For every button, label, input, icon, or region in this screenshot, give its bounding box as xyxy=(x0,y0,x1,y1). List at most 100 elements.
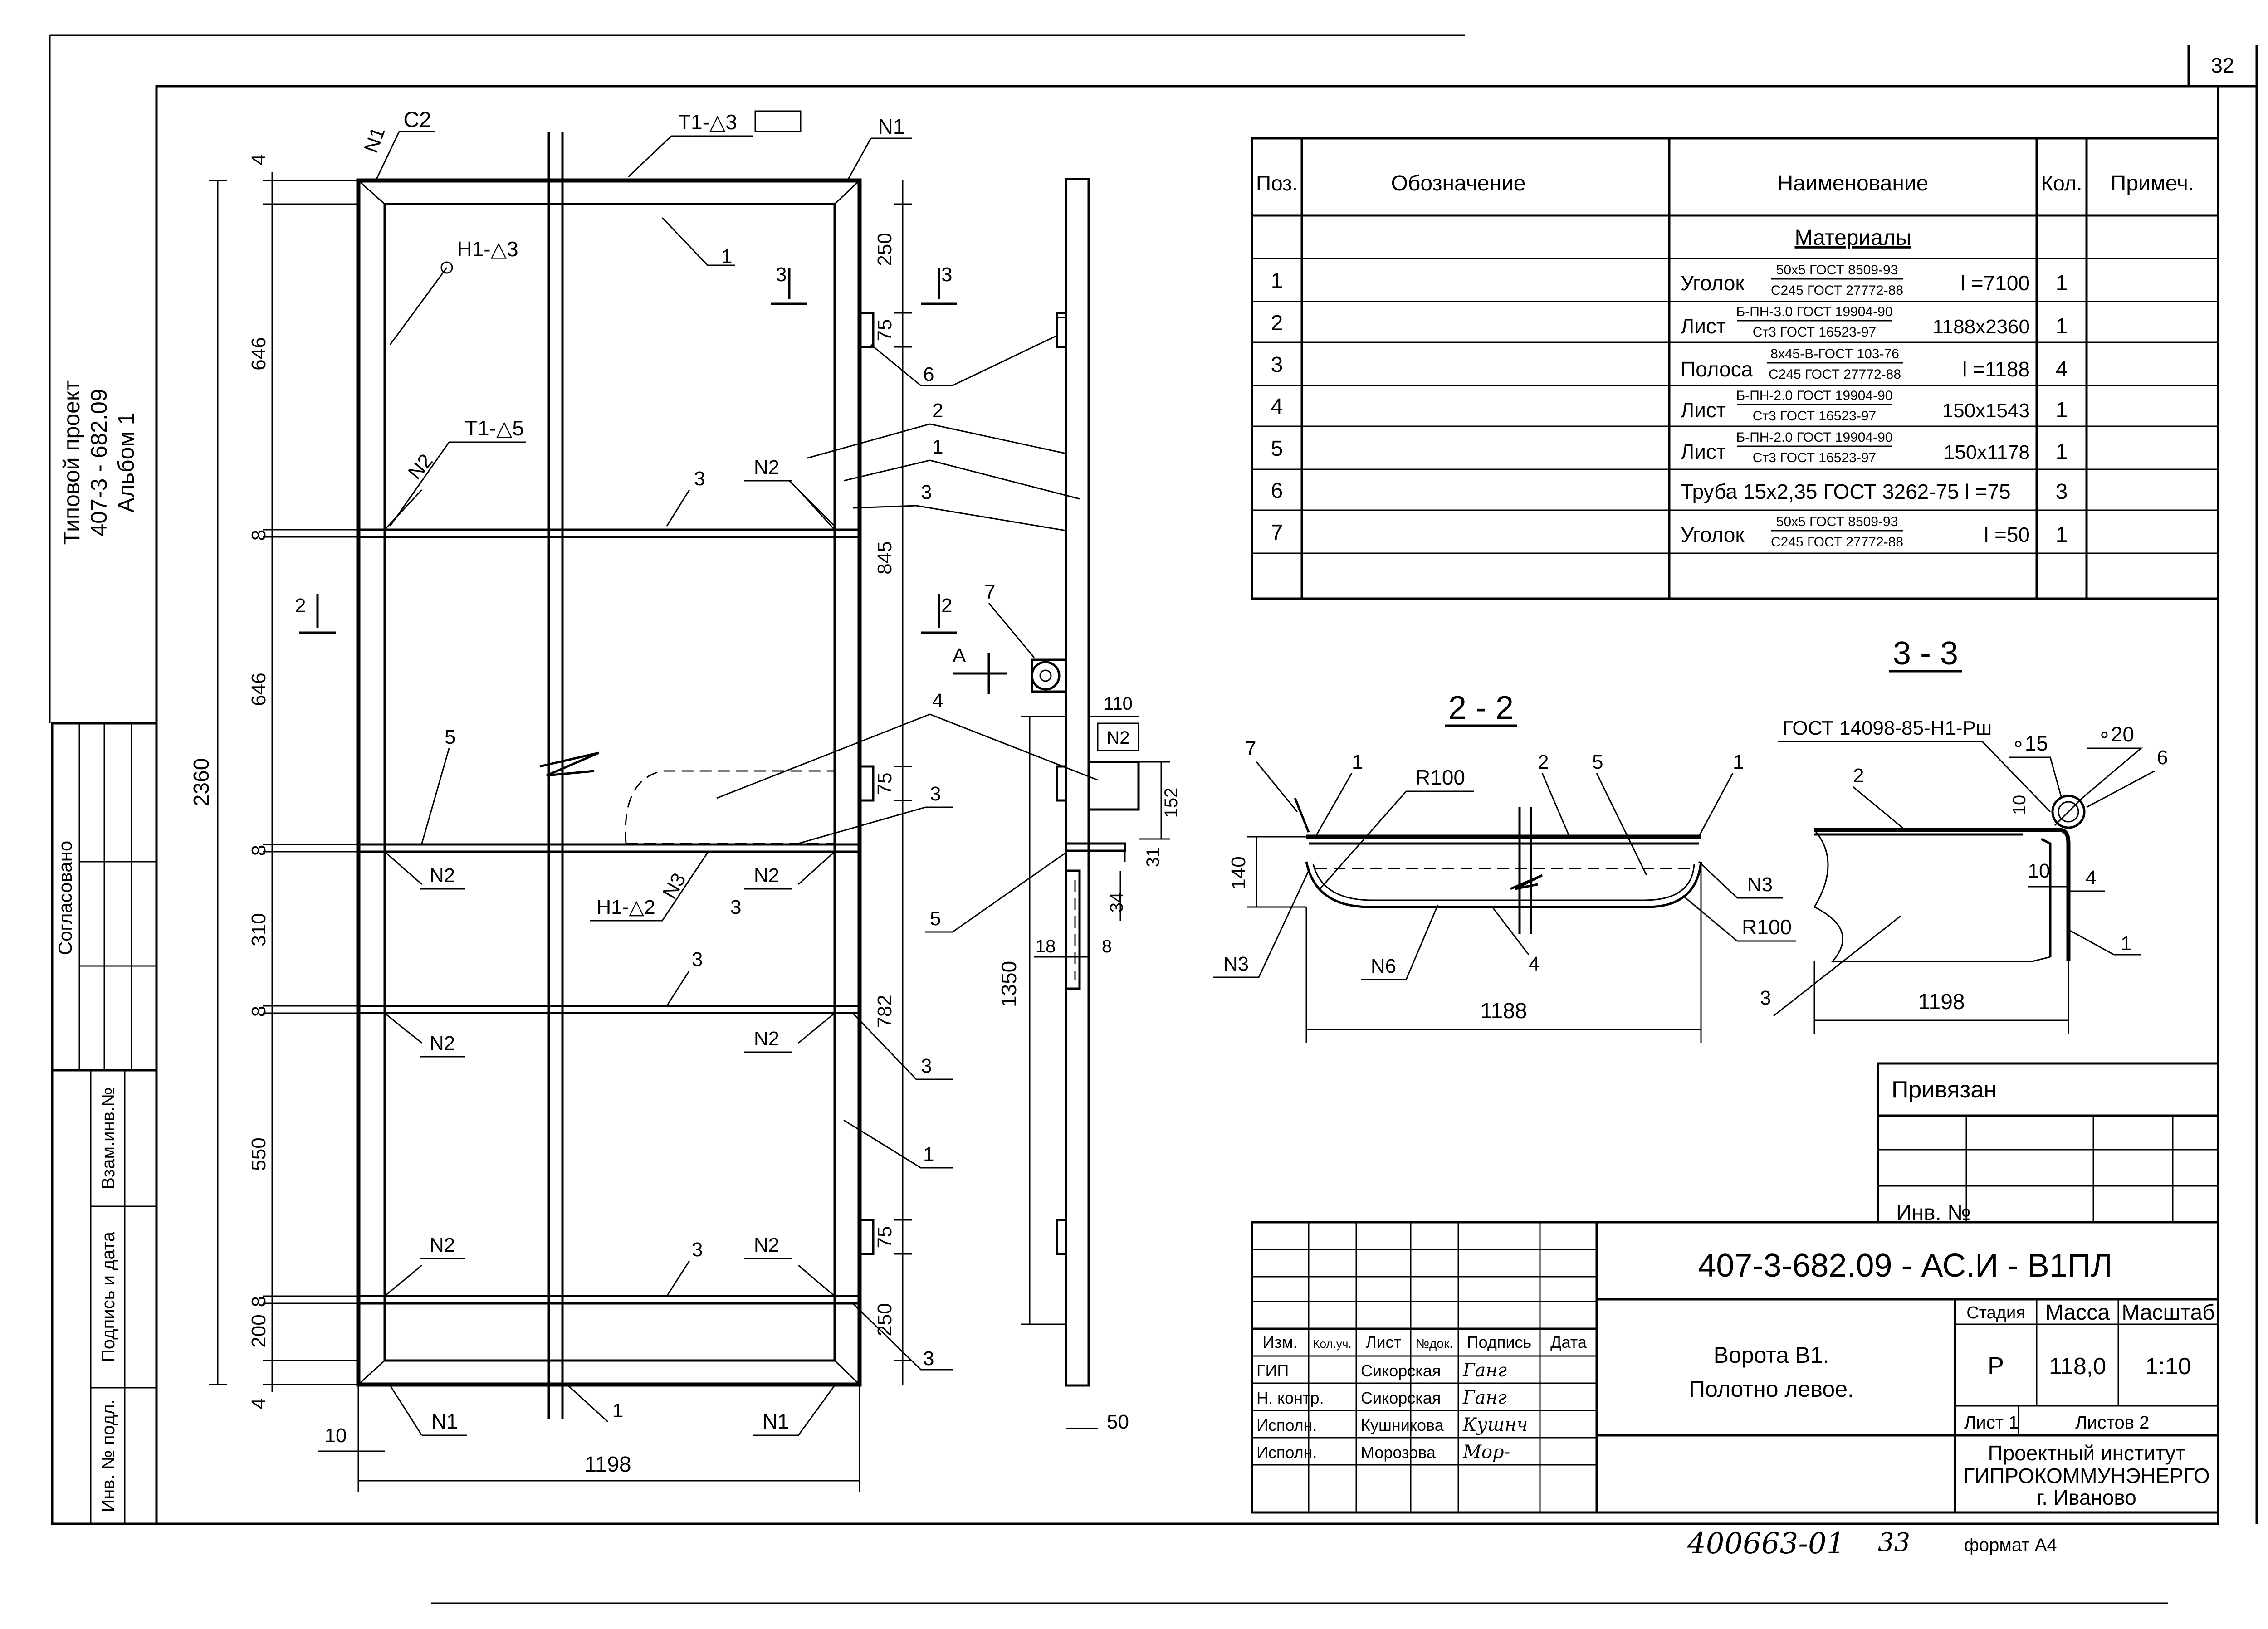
sec33-pos-2: 2 xyxy=(1853,765,1864,787)
sec22-n3-left: N3 xyxy=(1223,953,1249,975)
binding-block: Привязан Инв. № xyxy=(1877,1062,2219,1225)
spec-row: 6 Труба 15х2,35 ГОСТ 3262-75 l =75 3 xyxy=(1271,479,2068,504)
rdim-250-bottom: 250 xyxy=(874,1303,896,1336)
rdim-75-c: 75 xyxy=(874,1226,896,1249)
role-ispoln-1: Исполн. xyxy=(1256,1416,1317,1434)
page-number: 32 xyxy=(2211,54,2234,77)
dim-646-b: 646 xyxy=(248,673,270,706)
label-pos1-top: 1 xyxy=(721,245,732,268)
dim-200: 200 xyxy=(248,1314,270,1347)
dim-550: 550 xyxy=(248,1137,270,1171)
side-dim-34: 34 xyxy=(1107,893,1127,913)
row-size: 150х1178 xyxy=(1944,441,2030,463)
side-view: А 110 N2 152 31 34 1350 18 8 50 6 2 1 3 … xyxy=(716,178,1181,1433)
sec22-r100-top: R100 xyxy=(1415,766,1465,789)
sec22-pos-1-right: 1 xyxy=(1733,751,1744,773)
main-view-labels: С2 N1 Т1-△3 N1 Н1-△3 Т1-△5 N2 N2 1 3 N2 … xyxy=(360,108,912,1436)
sec22-dim-1188: 1188 xyxy=(1480,999,1527,1023)
spec-row: 1 Уголок 50х5 ГОСТ 8509-93 С245 ГОСТ 277… xyxy=(1271,263,2068,298)
label-h1-2: Н1-△2 xyxy=(596,896,655,918)
label-n1-vertical: N1 xyxy=(360,124,389,156)
row-frac-top: 50х5 ГОСТ 8509-93 xyxy=(1776,514,1898,529)
label-pos3-strip3: 3 xyxy=(692,948,703,971)
th-list: Лист xyxy=(1366,1333,1401,1351)
row-name: Лист xyxy=(1681,398,1726,422)
sec33-dim-4: 4 xyxy=(2086,867,2097,889)
label-n2-d: N2 xyxy=(754,1028,779,1050)
main-view: 2360 4 646 8 646 8 310 8 550 8 200 4 250… xyxy=(190,108,957,1492)
side-pos-7: 7 xyxy=(984,581,995,603)
spec-row: 4 Лист Б-ПН-2.0 ГОСТ 19904-90 Ст3 ГОСТ 1… xyxy=(1271,388,2068,424)
label-h1-3: Н1-△3 xyxy=(457,237,518,261)
mass-value: 118,0 xyxy=(2049,1353,2106,1380)
dim-8-a: 8 xyxy=(248,530,270,541)
row-pos: 7 xyxy=(1271,521,1283,545)
replace-inv-label: Взам.инв.№ xyxy=(98,1087,118,1190)
title-block: 407-3-682.09 - АС.И - В1ПЛ Изм. Кол.уч. … xyxy=(1251,1221,2219,1514)
spec-row: 7 Уголок 50х5 ГОСТ 8509-93 С245 ГОСТ 277… xyxy=(1271,514,2068,550)
label-c2: С2 xyxy=(403,108,431,132)
agreed-label: Согласовано xyxy=(54,841,76,956)
section-2-2: 2 - 2 140 1188 R100 R100 N3 N3 N6 7 1 2 xyxy=(1213,690,1796,1043)
format-label: формат А4 xyxy=(1964,1535,2057,1555)
row-pos: 3 xyxy=(1271,353,1283,377)
side-dim-110: 110 xyxy=(1104,694,1133,714)
row-size: 150х1543 xyxy=(1942,400,2030,422)
side-pos-3-d: 3 xyxy=(923,1347,934,1370)
th-qty: Кол. xyxy=(2041,171,2082,195)
row-name: Полоса xyxy=(1681,357,1753,381)
project-line-3: Альбом 1 xyxy=(113,412,139,512)
sec33-dia15: ∘15 xyxy=(2012,732,2048,755)
row-name: Уголок xyxy=(1681,271,1745,295)
sec22-r100-bottom: R100 xyxy=(1742,915,1792,939)
label-n1-bottom-right: N1 xyxy=(763,1410,789,1433)
label-t1-5: Т1-△5 xyxy=(465,416,524,440)
rdim-75-a: 75 xyxy=(874,319,896,341)
project-line-2: 407-3 - 682.09 xyxy=(86,389,112,536)
sec22-pos-4: 4 xyxy=(1529,953,1540,975)
row-frac-top: Б-ПН-2.0 ГОСТ 19904-90 xyxy=(1736,430,1893,445)
th-ndok: №док. xyxy=(1416,1336,1453,1351)
label-n2-e: N2 xyxy=(430,1234,455,1256)
side-stamp: Типовой проект 407-3 - 682.09 Альбом 1 С… xyxy=(51,380,158,1525)
dim-4-top: 4 xyxy=(248,154,270,165)
sec33-gost-note: ГОСТ 14098-85-Н1-Рш xyxy=(1783,717,1992,739)
row-qty: 1 xyxy=(2056,271,2068,295)
th-izm: Изм. xyxy=(1262,1333,1297,1351)
section-mark-3-left: 3 xyxy=(776,263,787,286)
row-pos: 6 xyxy=(1271,479,1283,503)
label-pos5-main: 5 xyxy=(445,726,455,748)
sign-date-label: Подпись и дата xyxy=(98,1231,118,1362)
dim-8-c: 8 xyxy=(248,1006,270,1017)
binding-inv-label: Инв. № xyxy=(1896,1201,1971,1225)
name-nkontr: Сикорская xyxy=(1361,1389,1441,1407)
row-frac-bottom: Ст3 ГОСТ 16523-97 xyxy=(1753,450,1876,465)
side-pos-1-b: 1 xyxy=(923,1143,934,1166)
project-line-1: Типовой проект xyxy=(59,380,84,545)
side-dim-18: 18 xyxy=(1036,936,1056,956)
side-dim-50: 50 xyxy=(1107,1411,1129,1433)
overall-height-dim: 2360 xyxy=(190,758,214,807)
stage-value: Р xyxy=(1988,1352,2004,1380)
name-ispoln-2: Морозова xyxy=(1361,1443,1436,1462)
label-pos3-strip4: 3 xyxy=(692,1239,703,1261)
sec33-pos-1: 1 xyxy=(2121,932,2131,955)
row-name: Уголок xyxy=(1681,523,1745,546)
org-line-1: Проектный институт xyxy=(1988,1441,2185,1465)
role-nkontr: Н. контр. xyxy=(1256,1389,1324,1407)
handwritten-page: 33 xyxy=(1878,1528,1910,1557)
dim-310: 310 xyxy=(248,913,270,946)
label-pos1-bottom: 1 xyxy=(612,1400,623,1422)
side-pos-4: 4 xyxy=(932,690,943,712)
sec33-dim-10-top: 10 xyxy=(2009,795,2029,815)
th-note: Примеч. xyxy=(2111,171,2194,195)
sheet-label: Лист 1 xyxy=(1964,1413,2019,1433)
dim-646-a: 646 xyxy=(248,337,270,370)
spec-row: 3 Полоса 8х45-В-ГОСТ 103-76 С245 ГОСТ 27… xyxy=(1271,346,2068,382)
sec33-dia20: ∘20 xyxy=(2098,722,2134,746)
label-n2-vertical: N2 xyxy=(404,450,437,484)
binding-title: Привязан xyxy=(1892,1077,1997,1103)
sec22-pos-7: 7 xyxy=(1245,737,1256,760)
sheets-label: Листов 2 xyxy=(2075,1413,2149,1433)
th-designation: Обозначение xyxy=(1391,171,1526,195)
